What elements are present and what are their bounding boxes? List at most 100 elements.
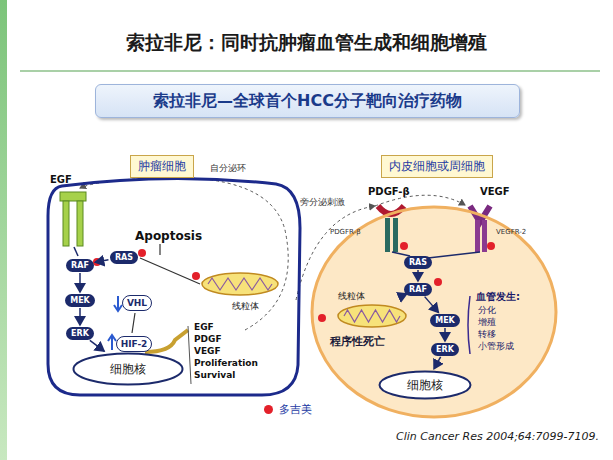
cell: 肿瘤细胞 RAF RAS MEK ERK 细胞核 线粒体 VHL HIF-2 <box>40 150 305 400</box>
cell-heading: 肿瘤细胞 <box>130 155 194 178</box>
inhibitor-dots <box>93 242 495 322</box>
kinase-token: RAF <box>66 259 94 272</box>
egf-receptor <box>60 192 86 246</box>
signal-arrow <box>444 328 446 341</box>
label: VEGF <box>194 346 221 356</box>
label: PDGF <box>194 334 222 344</box>
drawing-part <box>475 220 480 252</box>
mito-cristae <box>344 310 400 322</box>
mito-cristae <box>208 278 272 290</box>
label: 分化 <box>478 304 496 317</box>
protein-circle: HIF-2 <box>116 336 153 352</box>
kinase-token: RAF <box>404 283 432 296</box>
kinase-token: ERK <box>66 327 94 340</box>
side-strip <box>0 0 7 460</box>
up-arrow <box>108 335 116 350</box>
label: Proliferation <box>194 358 258 368</box>
drawing-part <box>318 314 326 322</box>
mitochondrion: 线粒体 <box>336 290 408 328</box>
legend-swatch <box>264 405 273 414</box>
mitochondrion: 线粒体 <box>200 272 280 316</box>
drawing-part <box>192 272 200 280</box>
kinase-token: MEK <box>65 294 95 307</box>
label: 血管发生: <box>476 290 520 304</box>
drawing-part <box>393 218 398 252</box>
label: 增殖 <box>478 316 496 329</box>
label: 转移 <box>478 328 496 341</box>
kinase-token: MEK <box>430 314 460 327</box>
token-text: VHL <box>127 298 147 308</box>
bracket <box>188 326 191 384</box>
signal-line <box>428 252 480 258</box>
signal-arrow <box>90 340 104 351</box>
signal-arrow <box>425 297 439 313</box>
drawing-part <box>487 242 495 250</box>
mito-label: 线粒体 <box>232 300 259 313</box>
title-rule <box>20 70 600 72</box>
token-text: ERK <box>71 329 89 338</box>
nucleus-shape <box>380 372 471 399</box>
label: Apoptosis <box>135 229 202 243</box>
nucleus-text: 细胞核 <box>407 377 443 394</box>
token-text: RAS <box>409 258 427 267</box>
label: EGF <box>194 322 214 332</box>
label: Survival <box>194 370 235 380</box>
paracrine-arrow <box>296 206 375 300</box>
label: 自分泌环 <box>210 162 246 175</box>
label: VEGF <box>480 186 510 197</box>
kinase-token: RAS <box>404 256 432 269</box>
drawing-part <box>63 201 69 246</box>
mito-outer <box>202 273 278 295</box>
token-text: ERK <box>436 345 454 354</box>
cell-fill <box>312 207 556 417</box>
token-text: MEK <box>70 296 90 305</box>
signal-line <box>140 258 200 284</box>
autocrine-loop <box>80 177 288 330</box>
token-text: RAF <box>409 285 427 294</box>
drawing-part <box>385 218 390 252</box>
drawing-part <box>77 201 83 246</box>
signal-line <box>132 313 135 333</box>
drawing-part <box>400 242 408 250</box>
drawing-part <box>434 278 442 286</box>
drawing-part <box>60 192 86 201</box>
cell-membrane <box>312 207 556 417</box>
label: 程序性死亡 <box>330 334 385 349</box>
nucleus: 细胞核 <box>378 370 472 400</box>
signal-arrow <box>95 260 108 262</box>
signal-line <box>74 247 78 256</box>
signal-arrow <box>434 357 441 369</box>
legend-text: 多吉美 <box>279 402 312 417</box>
label: 旁分泌刺激 <box>300 196 345 209</box>
label: PDGF-β <box>368 186 410 197</box>
citation: Clin Cancer Res 2004;64:7099-7109. <box>396 430 599 443</box>
signal-arrow <box>79 273 81 292</box>
slide-title: 索拉非尼：同时抗肿瘤血管生成和细胞增殖 <box>0 30 613 56</box>
down-arrow <box>114 296 122 311</box>
cell-membrane <box>48 178 300 395</box>
nucleus: 细胞核 <box>72 352 184 386</box>
drawing-part <box>138 249 146 257</box>
signal-arrow <box>79 308 81 325</box>
token-text: RAF <box>71 261 89 270</box>
protein-circle: VHL <box>122 295 152 311</box>
cell: 内皮细胞或周细胞 RAS RAF MEK ERK 细胞核 线粒体 <box>308 150 560 420</box>
banner-box: 索拉非尼—全球首个HCC分子靶向治疗药物 <box>95 84 520 118</box>
nucleus-text: 细胞核 <box>110 361 146 378</box>
signal-arrow <box>417 270 419 281</box>
cell-heading: 内皮细胞或周细胞 <box>381 155 493 178</box>
kinase-token: ERK <box>431 343 459 356</box>
bracket <box>468 296 470 354</box>
label: PDGFR-β <box>330 228 361 236</box>
mito-label: 线粒体 <box>338 290 365 303</box>
token-text: RAS <box>115 253 133 262</box>
label: EGF <box>50 174 72 185</box>
token-text: HIF-2 <box>121 339 148 349</box>
banner-text: 索拉非尼—全球首个HCC分子靶向治疗药物 <box>153 91 462 112</box>
mito-outer <box>338 305 406 327</box>
label: 小管形成 <box>478 340 514 353</box>
kinase-token: RAS <box>110 251 138 264</box>
signal-line <box>159 244 160 255</box>
label: VEGFR-2 <box>496 228 526 236</box>
